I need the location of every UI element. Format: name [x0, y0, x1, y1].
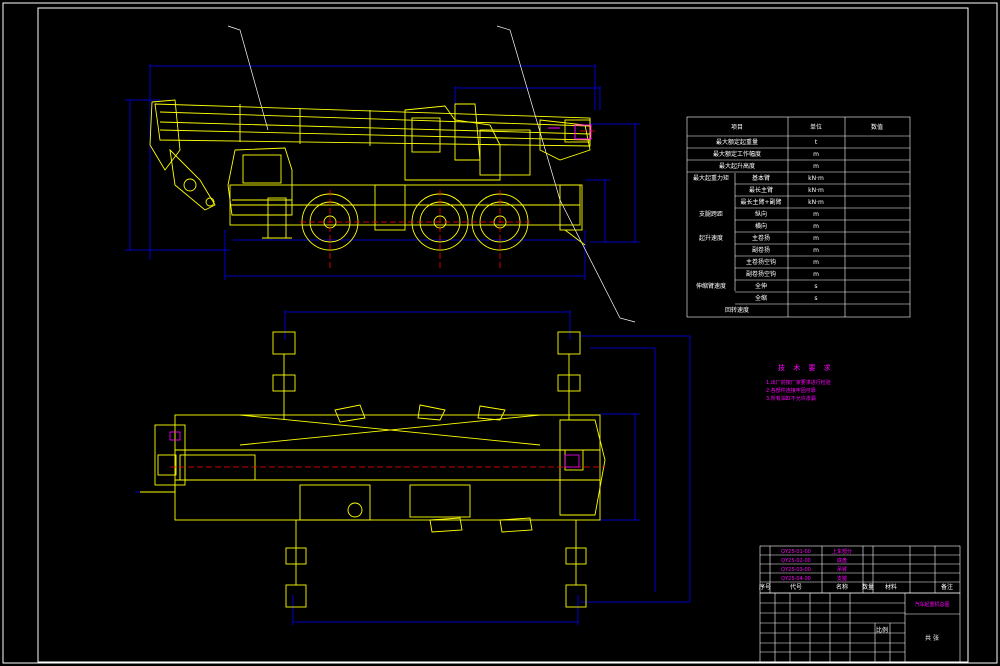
part-code: QY25-03-00 [781, 567, 811, 573]
crane-outline-side [149, 99, 591, 251]
part-code: QY25-04-00 [781, 576, 811, 582]
scale-label: 比例 [876, 626, 888, 634]
table-row-unit: s [814, 283, 817, 290]
part-code: QY25-01-00 [781, 549, 811, 555]
table-row-sublabel: 最长主臂 [749, 186, 773, 194]
table-row-sublabel: 全伸 [755, 282, 767, 290]
title-block-header: 数量 [862, 583, 874, 591]
part-name: 吊臂 [837, 566, 847, 573]
table-row-label: 最大起升高度 [719, 162, 755, 170]
tech-requirement-1: 1.出厂前按厂家要求进行检验 [766, 379, 831, 386]
table-row-label: 最大额定起重量 [716, 138, 758, 146]
table-row-unit: kN·m [808, 187, 824, 194]
title-block-header: 材料 [885, 583, 897, 591]
table-row-unit: m [813, 163, 819, 170]
parameter-table [686, 116, 911, 318]
table-row-sublabel: 基本臂 [752, 174, 770, 182]
part-name: 支腿 [837, 575, 847, 582]
title-block-header: 代号 [790, 583, 802, 591]
table-row-sublabel: 主卷扬 [752, 234, 770, 242]
table-row-label: 最大额定工作幅度 [713, 150, 761, 158]
table-row-unit: m [813, 211, 819, 218]
title-block-header: 名称 [836, 583, 848, 591]
table-row-label: 起升速度 [699, 234, 723, 242]
table-row-sublabel: 副卷扬 [752, 246, 770, 254]
tech-requirement-3: 3.所有油缸不允许渗漏 [766, 395, 816, 402]
part-name: 底盘 [837, 557, 847, 564]
part-code: QY25-02-00 [781, 558, 811, 564]
tech-requirements-title: 技 术 要 求 [778, 363, 834, 372]
side-view [125, 25, 640, 323]
table-row-unit: m [813, 235, 819, 242]
table-row-sublabel: 全缩 [755, 294, 767, 302]
table-row-unit: m [813, 247, 819, 254]
title-block-header: 备注 [941, 583, 953, 591]
side-view-accents [548, 124, 592, 140]
title-block-header: 序号 [759, 583, 771, 591]
top-view-accents [169, 431, 580, 468]
table-row-label: 支腿跨距 [699, 210, 723, 218]
drawing-name: 汽车起重机总图 [914, 601, 949, 608]
title-block-text: QY25-01-00 上车部分 QY25-02-00 底盘 QY25-03-00 吊臂 QY… [759, 548, 953, 642]
sheet-label: 共 张 [925, 634, 939, 642]
table-row-sublabel: 副卷扬空钩 [746, 270, 776, 278]
table-row-label: 最大起重力矩 [693, 174, 729, 182]
tech-requirement-2: 2.各部件连接牢固可靠 [766, 387, 816, 394]
table-row-unit: t [815, 139, 818, 146]
table-row-unit: s [814, 295, 817, 302]
top-view [135, 310, 691, 625]
part-name: 上车部分 [832, 548, 852, 555]
table-row-sublabel: 横向 [755, 222, 767, 230]
tech-requirements: 技 术 要 求 1.出厂前按厂家要求进行检验 2.各部件连接牢固可靠 3.所有油… [766, 363, 834, 402]
side-view-dimensions [125, 64, 640, 280]
crane-outline-top [140, 331, 606, 608]
table-row-unit: m [813, 271, 819, 278]
table-header-unit: 单位 [810, 123, 822, 131]
table-row-sublabel: 最长主臂+副臂 [740, 198, 781, 206]
table-row-sublabel: 纵向 [755, 210, 767, 218]
table-row-label: 伸缩臂速度 [696, 282, 726, 290]
table-row-label: 回转速度 [725, 306, 749, 314]
side-view-centerlines [300, 130, 595, 270]
table-header-value: 数值 [871, 123, 883, 131]
table-row-unit: m [813, 223, 819, 230]
table-row-unit: kN·m [808, 175, 824, 182]
table-row-unit: m [813, 259, 819, 266]
title-block [759, 545, 961, 663]
table-row-unit: kN·m [808, 199, 824, 206]
table-header-item: 项目 [731, 124, 743, 131]
table-row-unit: m [813, 151, 819, 158]
top-view-dimensions [135, 310, 691, 625]
table-row-sublabel: 主卷扬空钩 [746, 258, 776, 266]
side-view-leaders [227, 25, 636, 323]
